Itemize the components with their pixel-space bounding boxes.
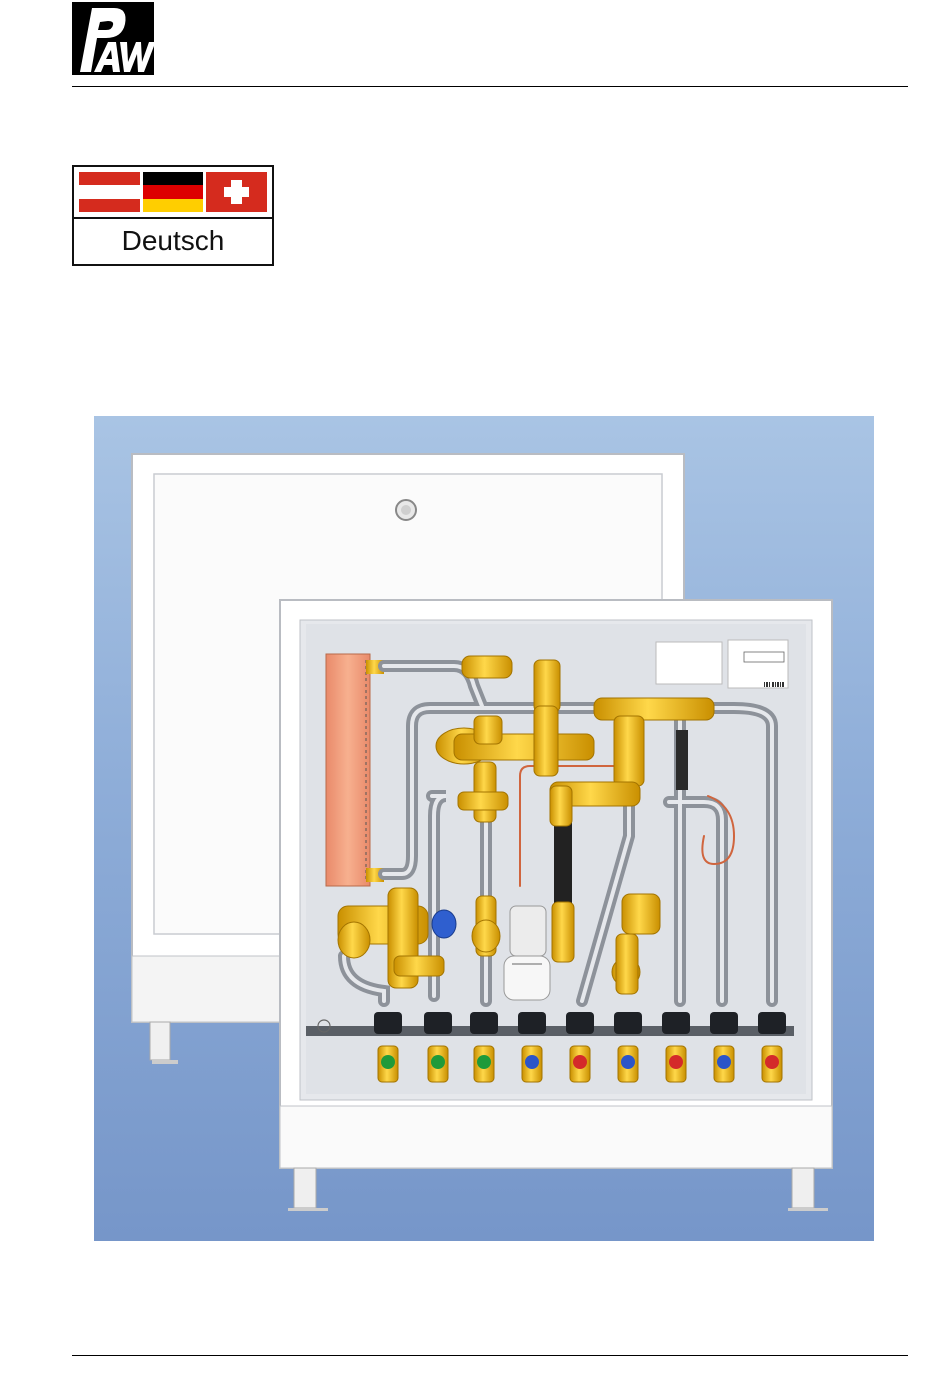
language-badge: Deutsch: [72, 165, 274, 266]
language-label: Deutsch: [74, 221, 272, 261]
mixing-valve-knob: [432, 910, 456, 938]
thermostat-head: [504, 906, 550, 1000]
header-rule: [72, 86, 908, 87]
pipe-clamps: [374, 1012, 786, 1034]
flag-row: [79, 172, 267, 212]
ball-valves: [378, 1046, 782, 1082]
flag-austria-icon: [79, 172, 140, 212]
flag-switzerland-icon: [206, 172, 267, 212]
language-divider: [74, 217, 272, 219]
paw-logo: [72, 2, 154, 75]
flag-germany-icon: [143, 172, 204, 212]
footer-rule: [72, 1355, 908, 1356]
heating-station-cabinet-illustration: [94, 416, 874, 1241]
